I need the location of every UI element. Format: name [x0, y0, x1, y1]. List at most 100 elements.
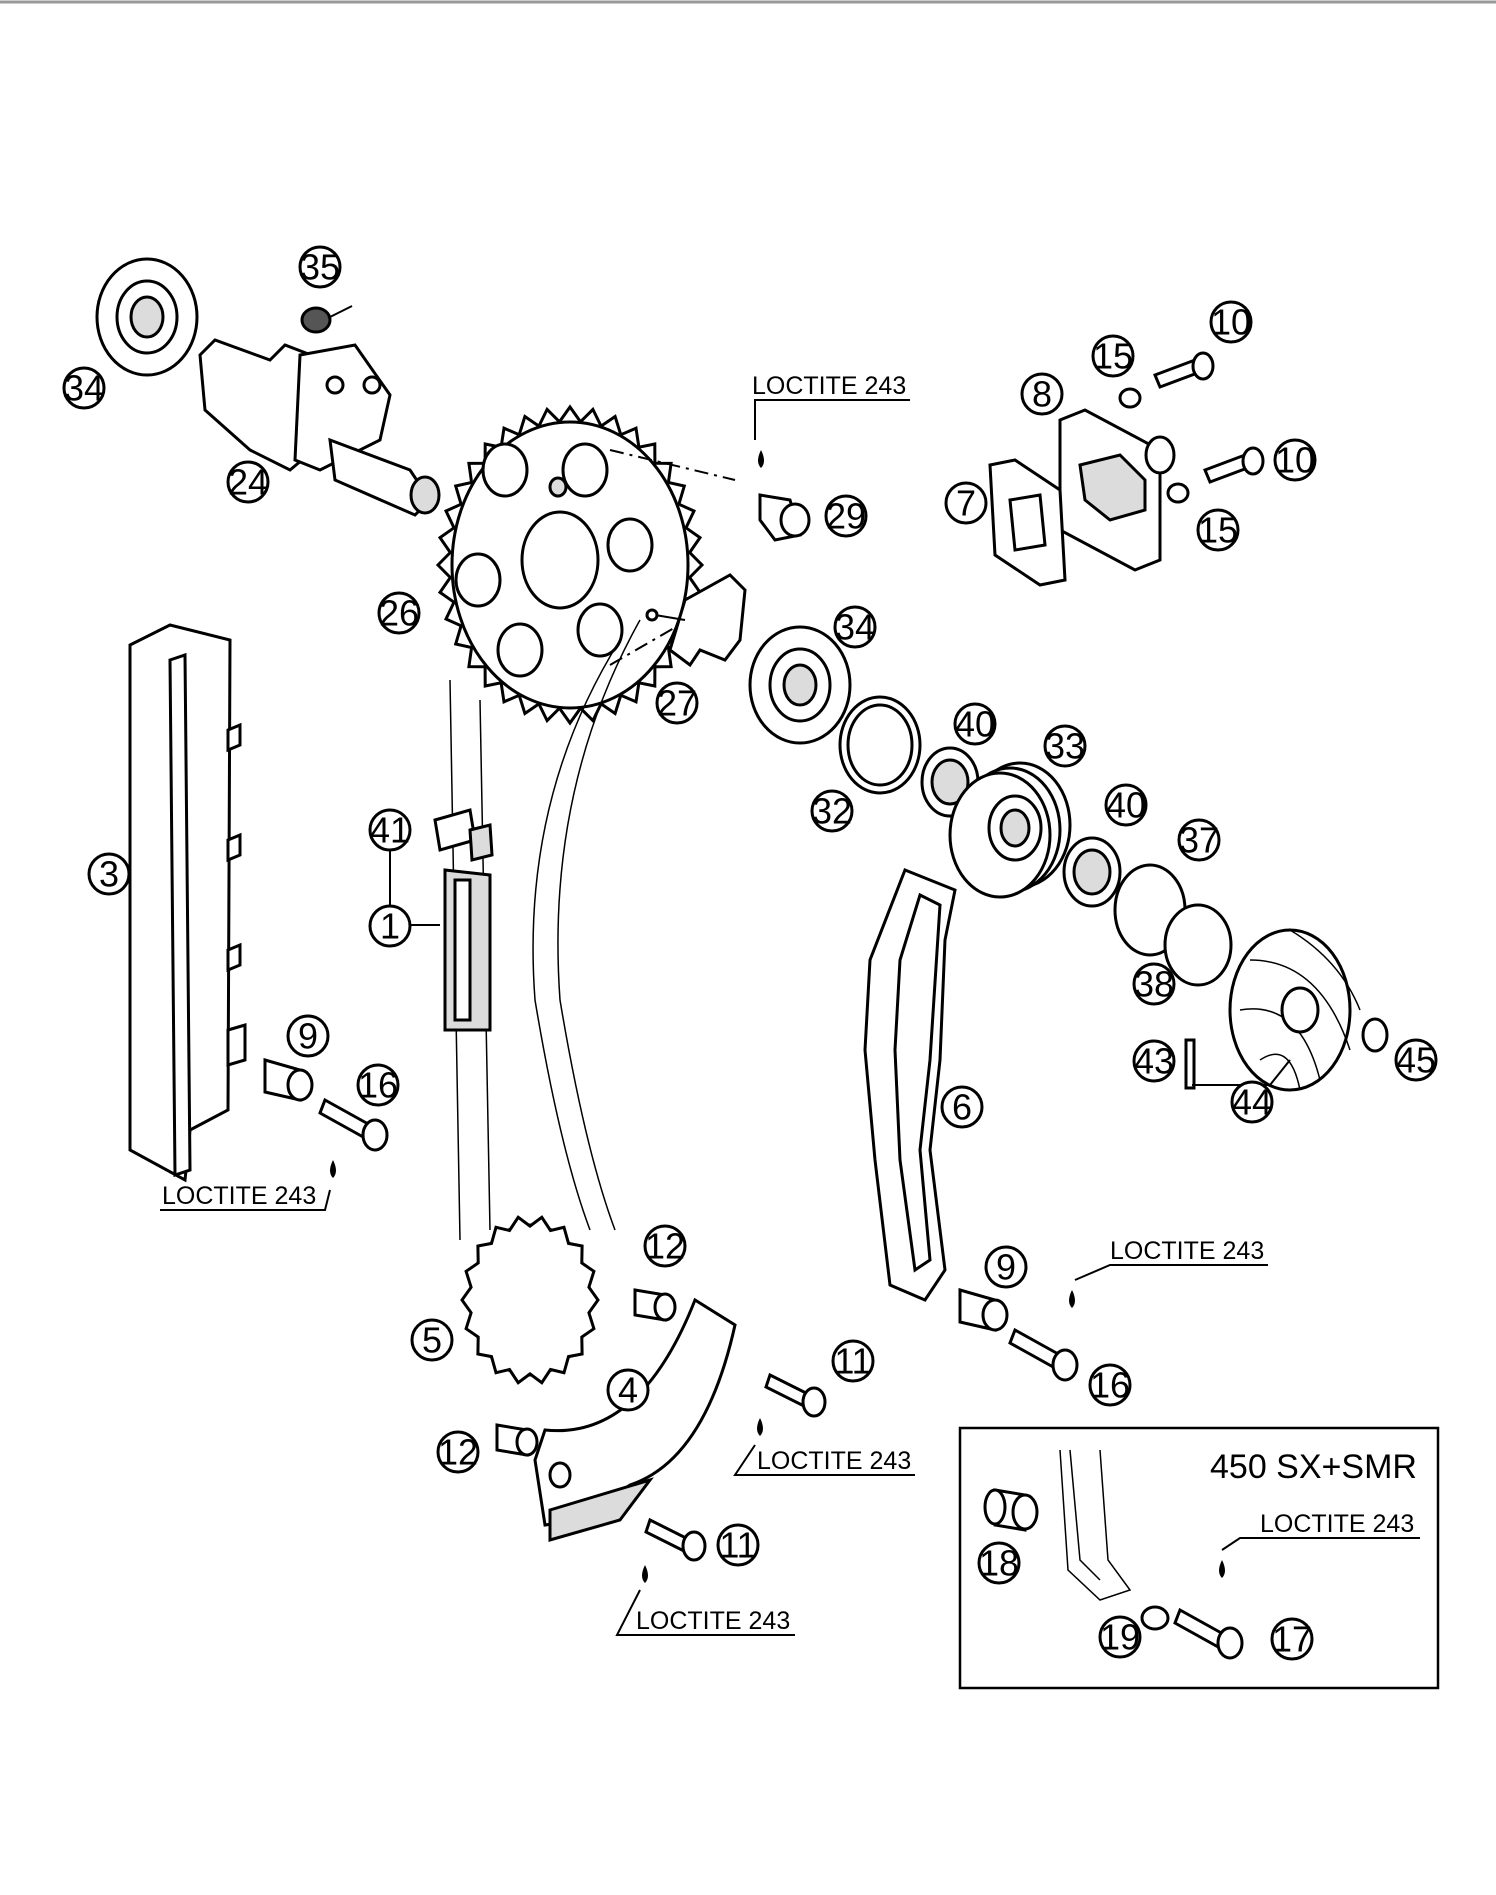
callout-43: 43 — [1132, 1039, 1176, 1083]
callout-10-lower: 10 — [1273, 438, 1317, 482]
spring — [300, 305, 353, 334]
shim — [838, 695, 922, 795]
svg-text:10: 10 — [1275, 440, 1315, 481]
callout-17: 17 — [1270, 1617, 1314, 1661]
loctite-label-6: LOCTITE 243 — [1260, 1510, 1414, 1538]
svg-text:37: 37 — [1179, 820, 1219, 861]
bolt-16-right — [1008, 1327, 1079, 1382]
callout-38: 38 — [1132, 962, 1176, 1006]
callout-40: 40 — [953, 702, 997, 746]
callout-8: 8 — [1020, 372, 1064, 416]
loctite-drop-5 — [642, 1565, 648, 1583]
callout-9: 9 — [286, 1014, 330, 1058]
svg-text:27: 27 — [657, 683, 697, 724]
loctite-label-1: LOCTITE 243 — [752, 372, 906, 400]
svg-text:34: 34 — [835, 607, 875, 648]
decompression-weight — [645, 573, 747, 668]
bushing-12-bottom — [495, 1423, 539, 1457]
decompression-shaft — [198, 338, 441, 517]
svg-text:26: 26 — [379, 593, 419, 634]
svg-text:43: 43 — [1134, 1041, 1174, 1082]
callout-34: 34 — [62, 366, 106, 410]
callout-40-lower: 40 — [1104, 783, 1148, 827]
svg-text:24: 24 — [228, 462, 268, 503]
callout-11-lower: 11 — [716, 1523, 760, 1567]
callout-33: 33 — [1043, 724, 1087, 768]
callout-12: 12 — [643, 1224, 687, 1268]
callout-18: 18 — [977, 1541, 1021, 1585]
callout-44: 44 — [1230, 1080, 1274, 1124]
cam-sprocket — [435, 404, 705, 726]
svg-text:33: 33 — [1045, 726, 1085, 767]
bearing-middle — [748, 625, 852, 745]
washer-15-top — [1118, 387, 1142, 409]
chain-tensioner — [1058, 408, 1176, 572]
svg-text:35: 35 — [300, 247, 340, 288]
svg-text:15: 15 — [1198, 510, 1238, 551]
callout-27: 27 — [655, 681, 699, 725]
svg-text:17: 17 — [1272, 1619, 1312, 1660]
bolt-29 — [758, 493, 811, 542]
callout-9-right: 9 — [984, 1245, 1028, 1289]
svg-text:15: 15 — [1093, 336, 1133, 377]
loctite-label-4: LOCTITE 243 — [757, 1447, 911, 1475]
bolt-10-top — [1153, 351, 1215, 389]
callout-19: 19 — [1098, 1615, 1142, 1659]
inset-box — [958, 1426, 1440, 1690]
pin-43 — [1184, 1038, 1196, 1090]
callout-3: 3 — [87, 852, 131, 896]
svg-text:7: 7 — [956, 483, 976, 524]
callout-37: 37 — [1177, 818, 1221, 862]
loctite-drop-1 — [758, 450, 764, 468]
bolt-10-bottom — [1203, 446, 1265, 484]
loctite-drop-6 — [1219, 1560, 1225, 1578]
inset-title: 450 SX+SMR — [1210, 1448, 1417, 1486]
svg-text:10: 10 — [1211, 302, 1251, 343]
callout-12-lower: 12 — [436, 1430, 480, 1474]
svg-text:6: 6 — [952, 1087, 972, 1128]
svg-text:40: 40 — [955, 704, 995, 745]
chain-guide-rail — [128, 623, 247, 1183]
callout-41: 41 — [368, 808, 412, 852]
svg-text:9: 9 — [996, 1247, 1016, 1288]
svg-text:16: 16 — [358, 1065, 398, 1106]
loctite-drop-4 — [757, 1418, 763, 1436]
svg-text:40: 40 — [1106, 785, 1146, 826]
svg-text:16: 16 — [1090, 1365, 1130, 1406]
loctite-label-3: LOCTITE 243 — [1110, 1237, 1264, 1265]
loctite-label-5: LOCTITE 243 — [636, 1607, 790, 1635]
callout-16: 16 — [356, 1063, 400, 1107]
svg-text:38: 38 — [1134, 964, 1174, 1005]
callout-24: 24 — [226, 460, 270, 504]
bolt-11-bottom — [644, 1517, 707, 1562]
chain-guide-bottom — [533, 1297, 737, 1542]
callout-15: 15 — [1091, 334, 1135, 378]
bearing-top-left — [95, 257, 199, 377]
callout-35: 35 — [298, 245, 342, 289]
callout-32: 32 — [810, 789, 854, 833]
bushing-12-top — [633, 1288, 677, 1322]
svg-text:5: 5 — [422, 1320, 442, 1361]
callout-5: 5 — [410, 1318, 454, 1362]
crank-sprocket — [460, 1215, 600, 1385]
callout-26: 26 — [377, 591, 421, 635]
callout-1: 1 — [368, 904, 412, 948]
svg-text:45: 45 — [1396, 1040, 1436, 1081]
svg-text:1: 1 — [380, 906, 400, 947]
needle-bearing-bottom — [1062, 836, 1122, 908]
svg-text:3: 3 — [99, 854, 119, 895]
svg-text:32: 32 — [812, 791, 852, 832]
callout-16-right: 16 — [1088, 1363, 1132, 1407]
callout-6: 6 — [940, 1085, 984, 1129]
callout-11: 11 — [831, 1339, 875, 1383]
loctite-label-2: LOCTITE 243 — [162, 1182, 316, 1210]
svg-text:19: 19 — [1100, 1617, 1140, 1658]
svg-text:12: 12 — [645, 1226, 685, 1267]
water-pump-gear — [948, 761, 1072, 899]
bolt-11-top — [764, 1372, 827, 1418]
callout-34-middle: 34 — [833, 605, 877, 649]
bushing-right — [958, 1288, 1009, 1332]
tensioner-rail — [863, 868, 957, 1302]
svg-text:11: 11 — [719, 1525, 756, 1566]
